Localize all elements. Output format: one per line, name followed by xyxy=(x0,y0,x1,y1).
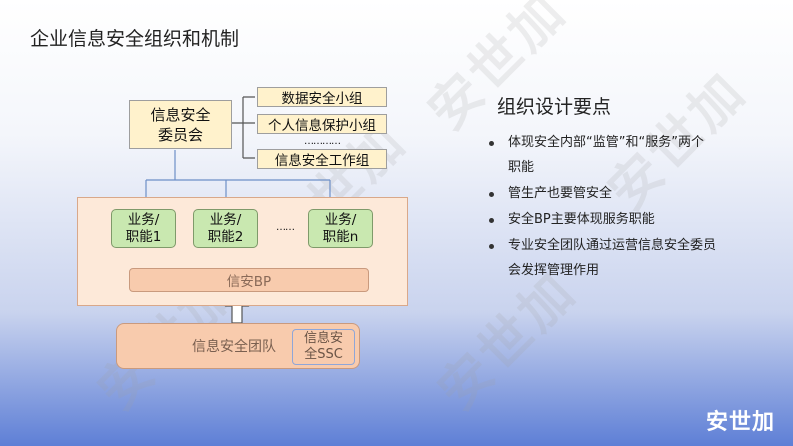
business-unit-n: 业务/ 职能n xyxy=(308,209,373,248)
committee-line-2: 委员会 xyxy=(157,125,203,144)
unit-label: 业务/ xyxy=(127,211,160,228)
security-team-label: 信息安全团队 xyxy=(192,339,276,355)
unit-label: 业务/ xyxy=(324,211,357,228)
subgroup-label: ………… xyxy=(304,135,341,147)
key-point: 体现安全内部“监管”和“服务”两个职能 xyxy=(486,130,716,180)
subgroup-personal-info: 个人信息保护小组 xyxy=(257,114,387,134)
key-points-list: 体现安全内部“监管”和“服务”两个职能 管生产也要管安全 安全BP主要体现服务职… xyxy=(486,130,716,284)
ssc-box: 信息安 全SSC xyxy=(292,329,355,365)
unit-label: 职能n xyxy=(322,228,359,245)
ellipsis-label: …… xyxy=(276,221,295,233)
security-bp-box: 信安BP xyxy=(129,268,369,292)
ssc-line-2: 全SSC xyxy=(304,347,343,362)
business-unit-2: 业务/ 职能2 xyxy=(193,209,258,248)
page-title: 企业信息安全组织和机制 xyxy=(30,28,240,50)
key-point: 专业安全团队通过运营信息安全委员会发挥管理作用 xyxy=(486,233,716,283)
subgroup-ellipsis: ………… xyxy=(257,134,387,148)
subgroup-security-workgroup: 信息安全工作组 xyxy=(257,149,387,169)
business-unit-1: 业务/ 职能1 xyxy=(111,209,176,248)
bp-label: 信安BP xyxy=(226,274,272,290)
unit-label: 业务/ xyxy=(209,211,242,228)
key-point: 安全BP主要体现服务职能 xyxy=(486,207,716,232)
subgroup-label: 数据安全小组 xyxy=(281,91,363,107)
subgroup-label: 信息安全工作组 xyxy=(274,153,370,169)
subgroup-label: 个人信息保护小组 xyxy=(268,118,376,134)
subgroup-data-security: 数据安全小组 xyxy=(257,87,387,107)
key-point: 管生产也要管安全 xyxy=(486,181,716,206)
key-points-title: 组织设计要点 xyxy=(497,96,612,118)
committee-box: 信息安全 委员会 xyxy=(129,100,232,149)
brand-logo: 安世加 xyxy=(705,410,775,435)
security-team-box: 信息安全团队 xyxy=(116,323,360,369)
committee-brace xyxy=(232,96,255,159)
unit-label: 职能2 xyxy=(207,228,244,245)
business-unit-ellipsis: …… xyxy=(265,218,305,236)
unit-label: 职能1 xyxy=(125,228,162,245)
ssc-line-1: 信息安 xyxy=(303,331,343,346)
committee-line-1: 信息安全 xyxy=(150,105,211,124)
